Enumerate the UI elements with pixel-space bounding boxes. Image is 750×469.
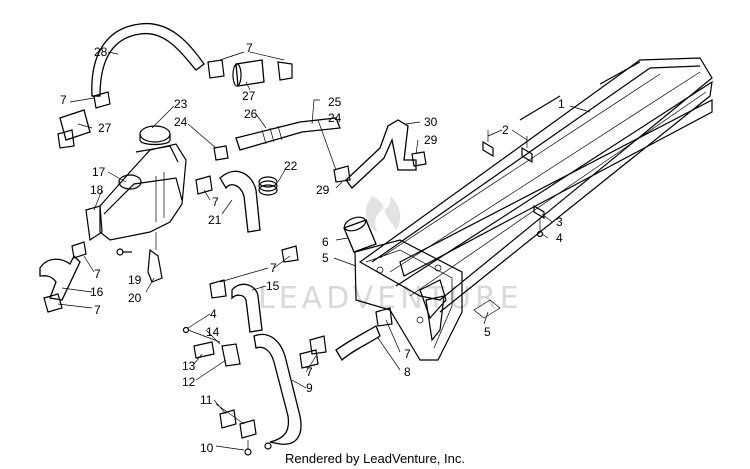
spring-clamp: [258, 176, 278, 196]
callout-11: 11: [200, 393, 213, 407]
watermark: LEADVENTURE: [258, 196, 523, 316]
elbow-hose: [195, 170, 261, 233]
callout-7: 7: [270, 261, 277, 275]
callout-numbers: 28 7 27 7 27 23 24 26 25 24 30 29 1 2 17…: [60, 41, 565, 455]
tunnel-frame: [354, 57, 713, 361]
callout-19: 19: [128, 273, 142, 287]
callout-27: 27: [98, 121, 112, 135]
right-bent-hose: [333, 119, 427, 189]
coolant-tank: [85, 125, 187, 283]
callout-22: 22: [284, 159, 298, 173]
callout-4: 4: [210, 307, 217, 321]
upper-clamps: [57, 59, 293, 149]
callout-21: 21: [208, 213, 222, 227]
lower-clamps: [219, 409, 272, 456]
callout-5: 5: [484, 325, 491, 339]
clips-and-screws: [473, 130, 545, 319]
callout-5: 5: [322, 251, 329, 265]
callout-20: 20: [128, 291, 142, 305]
callout-7: 7: [404, 347, 411, 361]
callout-3: 3: [556, 215, 563, 229]
callout-8: 8: [404, 365, 411, 379]
callout-29: 29: [424, 133, 438, 147]
callout-2: 2: [502, 123, 509, 137]
upper-hose: [91, 22, 205, 97]
callout-13: 13: [182, 359, 196, 373]
callout-18: 18: [90, 183, 104, 197]
callout-30: 30: [424, 115, 438, 129]
bracket-hardware: [182, 326, 241, 367]
watermark-text: LEADVENTURE: [258, 281, 523, 316]
callout-10: 10: [200, 441, 214, 455]
callout-23: 23: [174, 97, 188, 111]
callout-1: 1: [558, 97, 565, 111]
callout-17: 17: [92, 165, 106, 179]
callout-14: 14: [206, 325, 220, 339]
callout-29: 29: [316, 183, 330, 197]
callout-26: 26: [244, 107, 258, 121]
lower-left-hose: [39, 241, 87, 313]
callout-25: 25: [328, 95, 342, 109]
callout-27: 27: [242, 89, 256, 103]
callout-24: 24: [174, 115, 188, 129]
callout-24: 24: [328, 111, 342, 125]
callout-12: 12: [182, 375, 196, 389]
lower-long-hose: [253, 333, 319, 445]
callout-7: 7: [94, 303, 101, 317]
footer-credit: Rendered by LeadVenture, Inc.: [285, 451, 465, 466]
callout-7: 7: [212, 195, 219, 209]
callout-7: 7: [306, 365, 313, 379]
callout-15: 15: [266, 279, 280, 293]
intake-tube: [343, 216, 377, 253]
callout-7: 7: [60, 93, 67, 107]
long-hose: [213, 117, 341, 161]
leader-lines: [57, 51, 591, 451]
callout-4: 4: [556, 231, 563, 245]
callout-9: 9: [306, 381, 313, 395]
callout-6: 6: [322, 235, 329, 249]
callout-7: 7: [94, 267, 101, 281]
callout-7: 7: [246, 41, 253, 55]
callout-28: 28: [94, 45, 108, 59]
heat-exchanger-hose: [209, 245, 393, 362]
callout-16: 16: [90, 285, 104, 299]
